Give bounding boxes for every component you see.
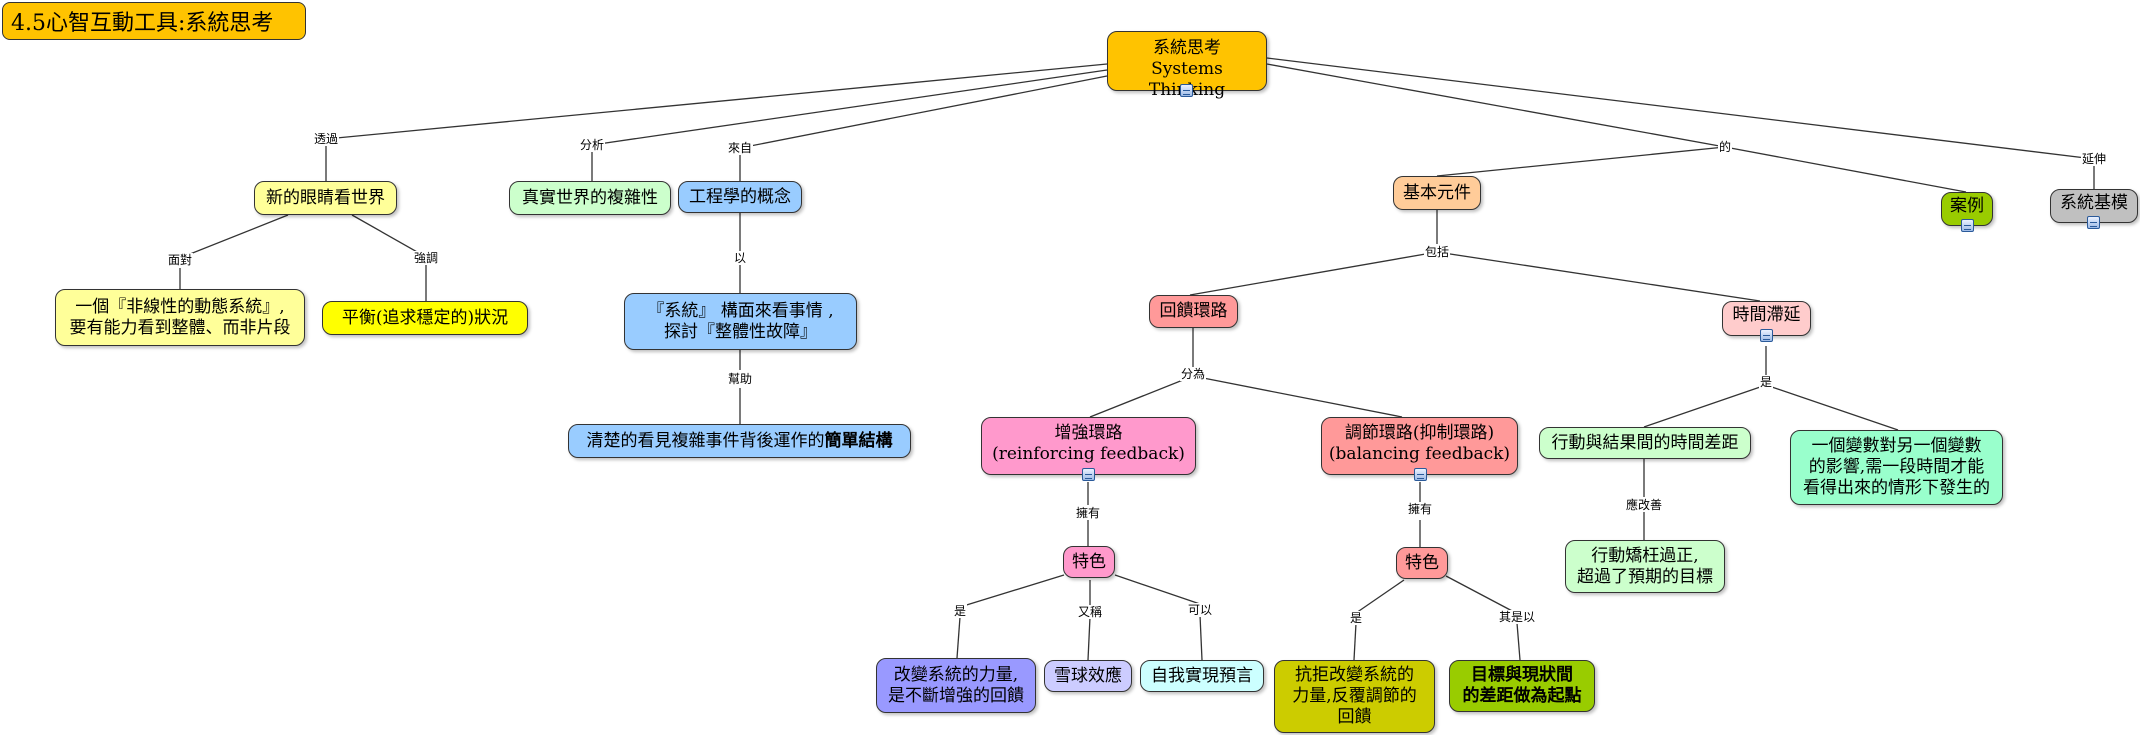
link-label-divide: 分為 [1179,367,1207,381]
resource-icon[interactable] [2087,216,2100,229]
link-label-by: 以 [732,251,748,265]
node-new-eyes[interactable]: 新的眼睛看世界 [254,181,397,215]
link-label-have-reinforcing: 擁有 [1074,506,1102,520]
node-reinforcing-power[interactable]: 改變系統的力量, 是不斷增強的回饋 [876,658,1036,713]
node-self-fulfilling-prophecy[interactable]: 自我實現預言 [1140,660,1264,692]
node-simple-structure[interactable]: 清楚的看見複雜事件背後運作的簡單結構 [568,424,911,458]
node-snowball-effect[interactable]: 雪球效應 [1044,660,1132,692]
node-basic-elements[interactable]: 基本元件 [1393,176,1481,210]
link-label-is-balancing: 是 [1348,611,1364,625]
node-resist-change[interactable]: 抗拒改變系統的 力量,反覆調節的 回饋 [1274,660,1435,733]
link-label-should-improve: 應改善 [1624,498,1664,512]
node-feature-reinforcing[interactable]: 特色 [1063,546,1115,578]
node-feature-balancing[interactable]: 特色 [1396,547,1448,579]
link-label-can: 可以 [1186,603,1214,617]
link-label-extend: 延伸 [2080,152,2108,166]
link-label-aka: 又稱 [1076,605,1104,619]
diagram-title: 4.5心智互動工具:系統思考 [2,2,306,40]
resource-icon[interactable] [1414,468,1427,481]
root-node-systems-thinking[interactable]: 系統思考 Systems Thinking [1107,31,1267,100]
link-label-is-reinforcing: 是 [952,604,968,618]
link-label-include: 包括 [1423,245,1451,259]
node-reinforcing-loop[interactable]: 增強環路 (reinforcing feedback) [981,417,1196,475]
resource-icon[interactable] [1961,219,1974,232]
resource-icon[interactable] [1760,329,1773,342]
link-label-from: 來自 [726,141,754,155]
link-label-have-balancing: 擁有 [1406,502,1434,516]
node-feedback-loop[interactable]: 回饋環路 [1149,295,1238,328]
link-label-face: 面對 [166,253,194,267]
link-label-emphasize: 強調 [412,251,440,265]
simple-structure-emphasis: 簡單結構 [824,430,893,451]
link-label-analyze: 分析 [578,138,606,152]
node-action-result-gap[interactable]: 行動與結果間的時間差距 [1539,427,1751,459]
node-balancing-loop[interactable]: 調節環路(抑制環路) (balancing feedback) [1321,417,1518,475]
node-system-view[interactable]: 『系統』 構面來看事情 , 探討『整體性故障』 [624,293,857,350]
node-goal-gap[interactable]: 目標與現狀間 的差距做為起點 [1449,660,1595,712]
node-balance-state[interactable]: 平衡(追求穩定的)狀況 [322,301,528,335]
node-overcorrection[interactable]: 行動矯枉過正, 超過了預期的目標 [1565,540,1725,593]
node-engineering-concept[interactable]: 工程學的概念 [678,181,802,213]
link-label-of: 的 [1717,140,1733,154]
link-label-which-is: 其是以 [1497,610,1537,624]
resource-icon[interactable] [1180,84,1193,97]
link-label-is: 是 [1758,375,1774,389]
link-label-help: 幫助 [726,372,754,386]
simple-structure-text: 清楚的看見複雜事件背後運作的 [586,430,825,451]
link-label-via: 透過 [312,132,340,146]
node-real-world-complexity[interactable]: 真實世界的複雜性 [509,181,671,215]
node-variable-effect[interactable]: 一個變數對另一個變數 的影響,需一段時間才能 看得出來的情形下發生的 [1790,430,2003,505]
resource-icon[interactable] [1082,468,1095,481]
node-nonlinear-system[interactable]: 一個『非線性的動態系統』, 要有能力看到整體、而非片段 [55,289,305,346]
